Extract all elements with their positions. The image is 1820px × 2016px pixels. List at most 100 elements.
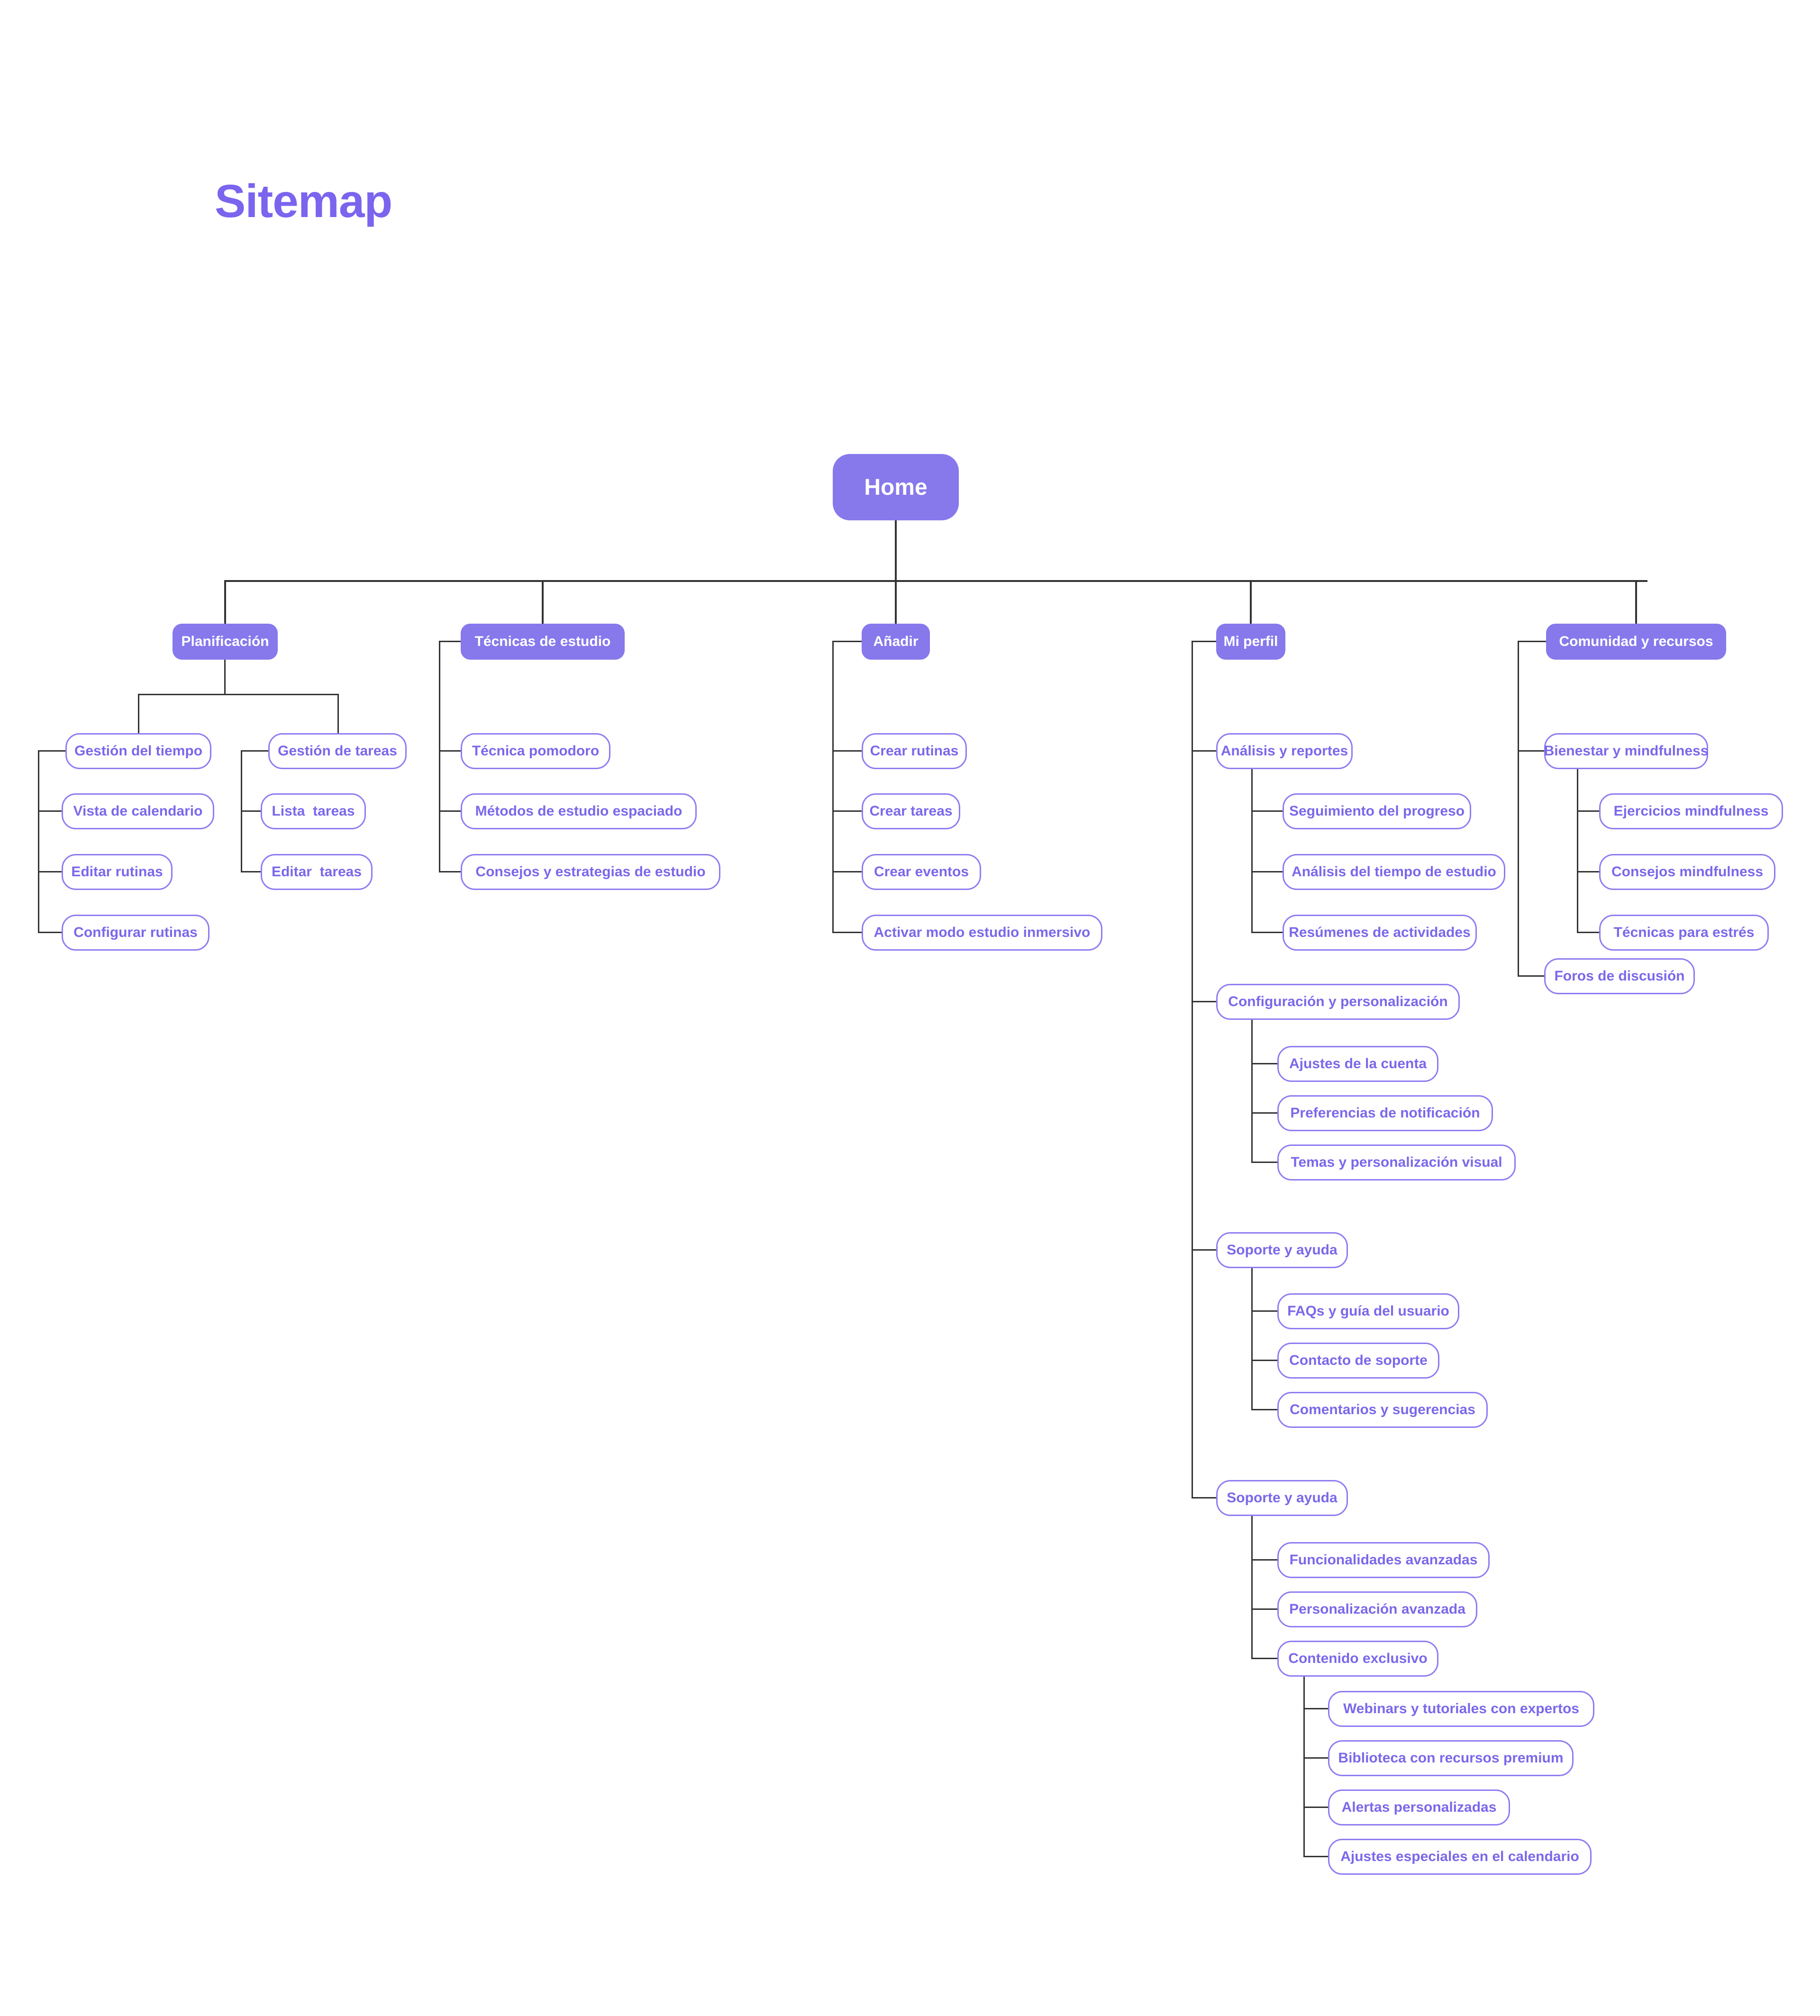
connector-line (1577, 810, 1599, 812)
connector-line (38, 750, 39, 933)
connector-line (1303, 1677, 1305, 1857)
connector-line (224, 580, 226, 625)
connector-line (1251, 932, 1283, 933)
connector-line (1250, 580, 1252, 625)
node-home: Home (833, 454, 959, 520)
connector-line (1192, 1001, 1216, 1002)
node-configuracion-y-personalizacion: Configuración y personalización (1216, 984, 1460, 1020)
node-tecnicas-para-estres: Técnicas para estrés (1599, 915, 1769, 951)
connector-line (439, 871, 461, 872)
connector-line (38, 750, 65, 752)
connector-line (542, 580, 544, 625)
node-comentarios-y-sugerencias: Comentarios y sugerencias (1277, 1392, 1488, 1428)
connector-line (1251, 1516, 1253, 1659)
connector-line (38, 932, 62, 933)
node-lista-tareas: Lista tareas (261, 793, 366, 829)
node-comunidad-y-recursos: Comunidad y recursos (1546, 624, 1726, 660)
node-configurar-rutinas: Configurar rutinas (62, 915, 209, 951)
connector-line (1251, 810, 1283, 812)
connector-line (1251, 1608, 1277, 1610)
node-consejos-mindfulness: Consejos mindfulness (1599, 854, 1775, 890)
node-editar-tareas: Editar tareas (261, 854, 373, 890)
connector-line (1251, 769, 1253, 933)
node-funcionalidades-avanzadas: Funcionalidades avanzadas (1277, 1542, 1490, 1578)
connector-line (1577, 932, 1599, 933)
connector-line (38, 871, 62, 872)
connector-line (241, 810, 261, 812)
node-vista-de-calendario: Vista de calendario (62, 793, 214, 829)
node-soporte-y-ayuda-1: Soporte y ayuda (1216, 1232, 1348, 1268)
connector-line (1518, 750, 1544, 752)
connector-line (1251, 1162, 1277, 1163)
connector-line (1518, 641, 1519, 976)
connector-line (224, 660, 226, 695)
node-editar-rutinas: Editar rutinas (62, 854, 173, 890)
node-personalizacion-avanzada: Personalización avanzada (1277, 1591, 1477, 1627)
node-contacto-de-soporte: Contacto de soporte (1277, 1343, 1439, 1379)
node-analisis-del-tiempo-de-estudio: Análisis del tiempo de estudio (1283, 854, 1505, 890)
connector-line (439, 641, 461, 642)
connector-line (1518, 975, 1544, 977)
node-gestion-del-tiempo: Gestión del tiempo (65, 733, 211, 769)
connector-line (1251, 1268, 1253, 1410)
connector-line (138, 694, 339, 695)
node-soporte-y-ayuda-2: Soporte y ayuda (1216, 1480, 1348, 1516)
node-alertas-personalizadas: Alertas personalizadas (1328, 1789, 1510, 1825)
node-biblioteca-recursos-premium: Biblioteca con recursos premium (1328, 1740, 1574, 1776)
connector-line (439, 750, 461, 752)
connector-line (1251, 871, 1283, 872)
connector-line (1518, 641, 1546, 642)
connector-line (832, 871, 862, 872)
node-ejercicios-mindfulness: Ejercicios mindfulness (1599, 793, 1783, 829)
connector-line (241, 750, 268, 752)
node-seguimiento-del-progreso: Seguimiento del progreso (1283, 793, 1471, 829)
node-preferencias-de-notificacion: Preferencias de notificación (1277, 1095, 1493, 1131)
connector-line (1192, 1249, 1216, 1251)
connector-line (1251, 1360, 1277, 1361)
connector-line (1577, 871, 1599, 872)
node-ajustes-especiales-calendario: Ajustes especiales en el calendario (1328, 1839, 1592, 1875)
connector-line (439, 641, 440, 872)
connector-line (38, 810, 62, 812)
node-crear-rutinas: Crear rutinas (862, 733, 967, 769)
connector-line (1251, 1063, 1277, 1064)
connector-line (1251, 1310, 1277, 1312)
node-ajustes-de-la-cuenta: Ajustes de la cuenta (1277, 1046, 1438, 1082)
connector-line (1303, 1757, 1328, 1759)
connector-line (241, 871, 261, 872)
connector-line (138, 694, 139, 734)
node-tecnicas-de-estudio: Técnicas de estudio (461, 624, 625, 660)
node-analisis-y-reportes: Análisis y reportes (1216, 733, 1353, 769)
connector-line (1251, 1112, 1277, 1114)
connector-line (1192, 641, 1216, 642)
connector-line (1577, 769, 1578, 933)
connector-line (1303, 1807, 1328, 1808)
connector-line (224, 580, 1647, 582)
connector-line (832, 750, 862, 752)
connector-line (1251, 1559, 1277, 1561)
connector-line (1192, 750, 1216, 752)
connector-line (439, 810, 461, 812)
node-crear-eventos: Crear eventos (862, 854, 981, 890)
node-temas-y-personalizacion-visual: Temas y personalización visual (1277, 1144, 1516, 1181)
node-bienestar-y-mindfulness: Bienestar y mindfulness (1544, 733, 1708, 769)
connector-line (1303, 1856, 1328, 1857)
connector-line (1192, 1497, 1216, 1498)
node-crear-tareas: Crear tareas (862, 793, 960, 829)
connector-line (832, 641, 834, 933)
page-title: Sitemap (215, 175, 392, 227)
connector-line (832, 810, 862, 812)
node-resumenes-de-actividades: Resúmenes de actividades (1283, 915, 1477, 951)
connector-line (1635, 580, 1637, 625)
node-faqs-y-guia-del-usuario: FAQs y guía del usuario (1277, 1293, 1459, 1329)
connector-line (1251, 1658, 1277, 1659)
connector-line (1192, 641, 1193, 1498)
node-consejos-y-estrategias: Consejos y estrategias de estudio (461, 854, 720, 890)
node-activar-modo-estudio-inmersivo: Activar modo estudio inmersivo (862, 915, 1102, 951)
connector-line (1303, 1708, 1328, 1709)
node-tecnica-pomodoro: Técnica pomodoro (461, 733, 610, 769)
node-anadir: Añadir (862, 624, 930, 660)
node-mi-perfil: Mi perfil (1216, 624, 1285, 660)
node-webinars-y-tutoriales: Webinars y tutoriales con expertos (1328, 1691, 1594, 1727)
